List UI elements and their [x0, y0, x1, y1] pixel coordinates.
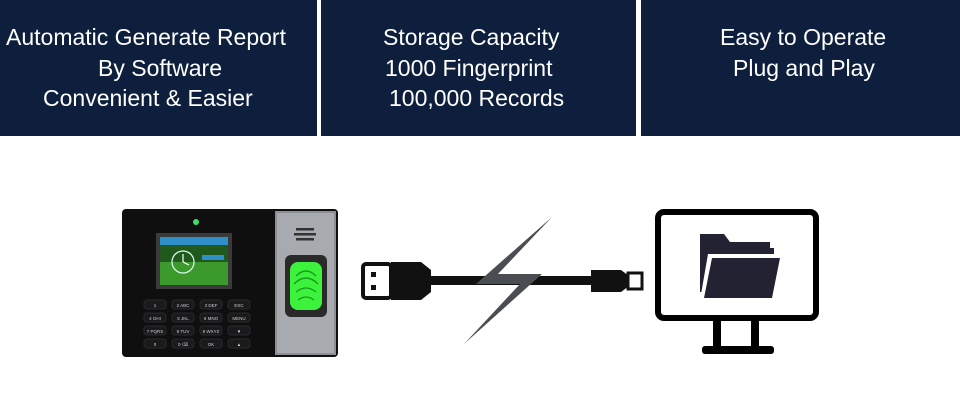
keypad-key [227, 338, 251, 349]
keypad-key-label: ESC [234, 303, 244, 308]
keypad-key-label: 9 WXYZ [203, 329, 220, 334]
feature-line: 1000 Fingerprint [385, 54, 553, 81]
feature-line: 100,000 Records [389, 85, 565, 111]
fingerprint-icon [293, 270, 319, 301]
keypad-key [171, 299, 195, 310]
status-led [193, 219, 199, 225]
speaker-grille [296, 228, 314, 231]
keypad-key-label: 5 JKL [177, 316, 189, 321]
keypad-key-label: 4 GHI [149, 316, 161, 321]
keypad-key-label: 0 ⌫ [178, 342, 189, 347]
keypad-key [227, 312, 251, 323]
feature-line: Storage Capacity [383, 24, 560, 50]
feature-banner: Automatic Generate Report By Software Co… [0, 0, 960, 136]
connection-illustration: 1 2 ABC 3 DEF ESC 4 GHI 5 JKL 6 MNO MENU 7 PQRS 8… [0, 136, 960, 400]
monitor-icon [655, 209, 819, 354]
keypad-key [143, 325, 167, 336]
keypad-key [171, 338, 195, 349]
keypad-key [171, 312, 195, 323]
keypad-key [143, 299, 167, 310]
keypad-key [171, 325, 195, 336]
feature-panel-operation: Easy to Operate Plug and Play [641, 0, 960, 136]
keypad-key-label: 8 TUV [177, 329, 190, 334]
keypad-key [199, 338, 223, 349]
keypad-key-label: OK [208, 342, 215, 347]
keypad-key-label: 7 PQRS [147, 329, 164, 334]
fingerprint-reader-glow [290, 262, 322, 310]
keypad-key-label: 1 [154, 303, 157, 308]
feature-line: By Software [98, 54, 222, 81]
keypad-key-label: ▼ [237, 329, 241, 334]
keypad: 1 2 ABC 3 DEF ESC 4 GHI 5 JKL 6 MNO MENU 7 PQRS 8… [143, 299, 251, 349]
feature-line: Easy to Operate [720, 24, 887, 50]
feature-line: Convenient & Easier [43, 85, 253, 111]
keypad-key [199, 312, 223, 323]
keypad-key-label: 3 DEF [205, 303, 218, 308]
keypad-key-label: 0 [154, 342, 157, 347]
keypad-key [199, 325, 223, 336]
illustration-svg: 1 2 ABC 3 DEF ESC 4 GHI 5 JKL 6 MNO MENU 7 PQRS 8… [122, 209, 819, 357]
feature-panel-storage: Storage Capacity 1000 Fingerprint 100,00… [321, 0, 636, 136]
fingerprint-terminal: 1 2 ABC 3 DEF ESC 4 GHI 5 JKL 6 MNO MENU 7 PQRS 8… [122, 209, 338, 357]
keypad-key-label: MENU [232, 316, 245, 321]
clock-icon [171, 250, 195, 274]
keypad-key-label: 6 MNO [204, 316, 219, 321]
keypad-key [143, 312, 167, 323]
keypad-key-label: ▲ [237, 342, 241, 347]
feature-panel-reporting: Automatic Generate Report By Software Co… [0, 0, 317, 136]
keypad-key [143, 338, 167, 349]
keypad-key [199, 299, 223, 310]
keypad-key [227, 299, 251, 310]
feature-line: Automatic Generate Report [6, 24, 286, 50]
keypad-key-label: 2 ABC [177, 303, 191, 308]
folder-icon [700, 234, 782, 300]
lightning-bolt-icon [464, 217, 552, 344]
feature-line: Plug and Play [733, 54, 875, 81]
keypad-key [227, 325, 251, 336]
